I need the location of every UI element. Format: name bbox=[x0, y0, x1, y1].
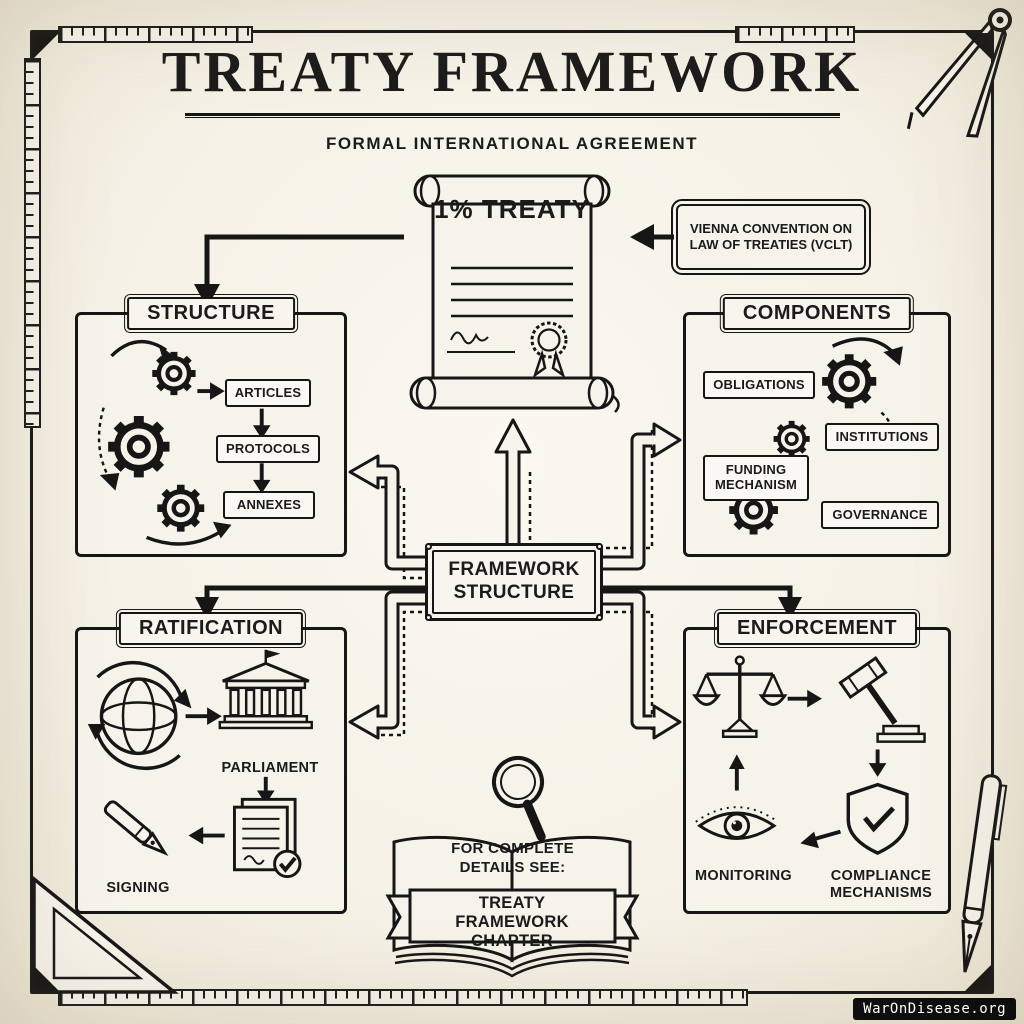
ratification-title: RATIFICATION bbox=[115, 609, 307, 648]
gear-icon bbox=[108, 416, 169, 477]
text-lines-icon bbox=[451, 266, 573, 318]
ratification-item-parliament: PARLIAMENT bbox=[221, 760, 319, 776]
treaty-scroll: 1% TREATY bbox=[393, 168, 631, 430]
page-subtitle: FORMAL INTERNATIONAL AGREEMENT bbox=[325, 134, 699, 153]
reference-book: FOR COMPLETE DETAILS SEE: TREATY FRAMEWO… bbox=[380, 742, 645, 997]
gear-icon bbox=[774, 421, 810, 457]
ruler-icon bbox=[58, 26, 253, 43]
rivet-icon bbox=[425, 543, 432, 550]
site-watermark: WarOnDisease.org bbox=[853, 998, 1016, 1020]
enforcement-panel: ENFORCEMENT bbox=[683, 609, 951, 914]
ratification-panel: RATIFICATION bbox=[75, 609, 347, 914]
fountain-pen-icon bbox=[961, 774, 1008, 973]
signature-icon bbox=[447, 331, 515, 353]
framework-structure-label: FRAMEWORK STRUCTURE bbox=[432, 550, 596, 614]
components-item-governance: GOVERNANCE bbox=[821, 501, 939, 529]
banner-ribbon bbox=[385, 888, 640, 944]
components-item-institutions: INSTITUTIONS bbox=[825, 423, 939, 451]
structure-item-annexes: ANNEXES bbox=[223, 491, 315, 519]
seal-icon bbox=[530, 321, 568, 379]
ratification-item-signing: SIGNING bbox=[106, 880, 170, 896]
gear-icon bbox=[157, 485, 204, 532]
components-panel: COMPONENTS OBLIGATIONS INSTITUTIONS FUND… bbox=[683, 294, 951, 557]
structure-item-protocols: PROTOCOLS bbox=[216, 435, 320, 463]
structure-graphics bbox=[97, 339, 271, 546]
vclt-label: VIENNA CONVENTION ON LAW OF TREATIES (VC… bbox=[689, 220, 853, 252]
framework-structure-node: FRAMEWORK STRUCTURE bbox=[425, 543, 603, 621]
set-square-icon bbox=[32, 875, 179, 994]
structure-title: STRUCTURE bbox=[124, 294, 298, 333]
book-icon bbox=[385, 835, 640, 978]
check-icon bbox=[273, 849, 302, 879]
corner-mark bbox=[965, 33, 991, 59]
title-rule bbox=[185, 113, 840, 118]
ratification-graphics bbox=[87, 649, 313, 879]
globe-icon bbox=[99, 677, 178, 756]
corner-mark bbox=[33, 965, 59, 991]
pen-icon bbox=[103, 800, 169, 856]
gear-icon bbox=[822, 354, 876, 408]
scroll-icon bbox=[409, 174, 620, 413]
vclt-note: VIENNA CONVENTION ON LAW OF TREATIES (VC… bbox=[671, 199, 871, 275]
magnifier-icon bbox=[492, 756, 546, 842]
structure-item-articles: ARTICLES bbox=[225, 379, 311, 407]
rivet-icon bbox=[596, 543, 603, 550]
footnote-text: FOR COMPLETE DETAILS SEE: bbox=[451, 840, 574, 876]
banner-text: TREATY FRAMEWORK CHAPTER bbox=[455, 894, 569, 950]
enforcement-graphics bbox=[692, 655, 926, 855]
rivet-icon bbox=[596, 614, 603, 621]
enforcement-item-monitoring: MONITORING bbox=[695, 868, 792, 884]
shield-icon bbox=[846, 782, 909, 855]
gear-icon bbox=[152, 352, 195, 395]
corner-mark bbox=[33, 33, 59, 59]
ruler-icon bbox=[735, 26, 855, 43]
eye-icon bbox=[695, 806, 779, 840]
enforcement-title: ENFORCEMENT bbox=[714, 609, 920, 648]
ruler-icon bbox=[58, 989, 748, 1006]
structure-panel: STRUCTURE ARTICLES PROTOCOLS ANNEXES bbox=[75, 294, 347, 557]
enforcement-item-compliance: COMPLIANCE MECHANISMS bbox=[829, 868, 933, 902]
scales-icon bbox=[692, 655, 788, 738]
components-title: COMPONENTS bbox=[719, 294, 915, 333]
ruler-icon bbox=[24, 58, 41, 428]
parliament-icon bbox=[218, 649, 313, 730]
gavel-icon bbox=[838, 655, 926, 743]
documents-icon bbox=[233, 797, 302, 879]
components-item-obligations: OBLIGATIONS bbox=[703, 371, 815, 399]
corner-mark bbox=[965, 965, 991, 991]
rivet-icon bbox=[425, 614, 432, 621]
treaty-title: 1% TREATY bbox=[434, 194, 590, 224]
components-item-funding: FUNDING MECHANISM bbox=[703, 455, 809, 501]
page-title: TREATY FRAMEWORK bbox=[161, 39, 863, 104]
